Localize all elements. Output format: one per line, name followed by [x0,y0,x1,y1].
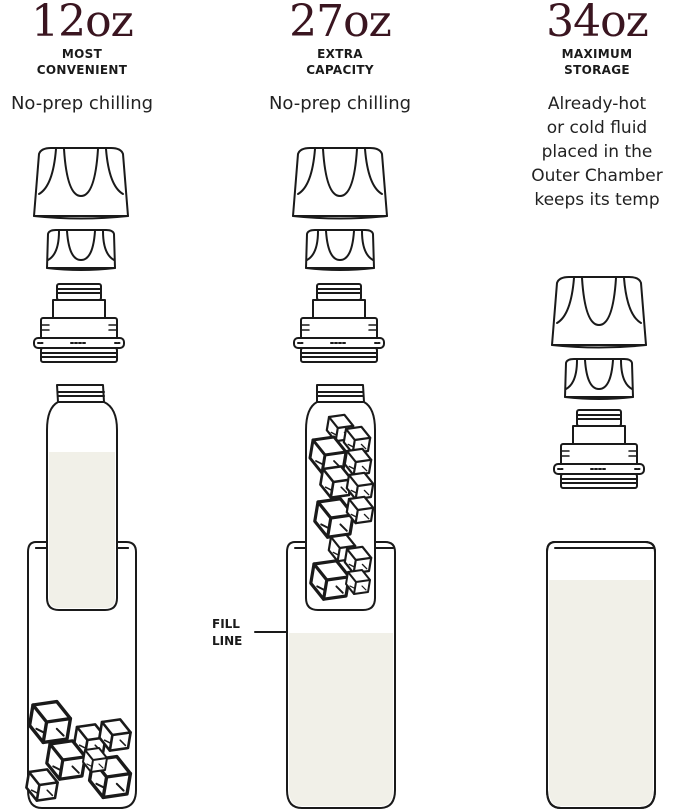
size-label: 12oz [31,0,134,47]
large-lid-icon [551,276,647,349]
tagline: MOST CONVENIENT [36,47,128,77]
small-cap-icon [564,358,634,400]
tagline: EXTRA CAPACITY [306,47,374,77]
fill-line-label: FILL LINE [212,617,243,648]
tagline: MAXIMUM STORAGE [561,47,633,77]
threaded-collar-icon [293,283,385,363]
size-label: 34oz [546,0,649,47]
small-cap-icon [46,229,116,271]
inner-chamber-icon [305,384,376,611]
description: No-prep chilling [268,93,412,114]
column-12oz-header: 12oz MOST CONVENIENT No-prep chilling [0,0,164,116]
small-cap-icon [305,229,375,271]
large-lid-icon [33,147,129,220]
column-34oz-header: 34oz MAXIMUM STORAGE Already-hot or cold… [512,0,679,212]
column-27oz-header: 27oz EXTRA CAPACITY No-prep chilling [256,0,424,116]
description: Already-hot or cold fluid placed in the … [531,94,663,210]
description: No-prep chilling [10,93,154,114]
size-label: 27oz [289,0,392,47]
inner-chamber-icon [35,384,129,611]
outer-bottle-icon [546,541,656,809]
large-lid-icon [292,147,388,220]
threaded-collar-icon [33,283,125,363]
threaded-collar-icon [553,409,645,489]
